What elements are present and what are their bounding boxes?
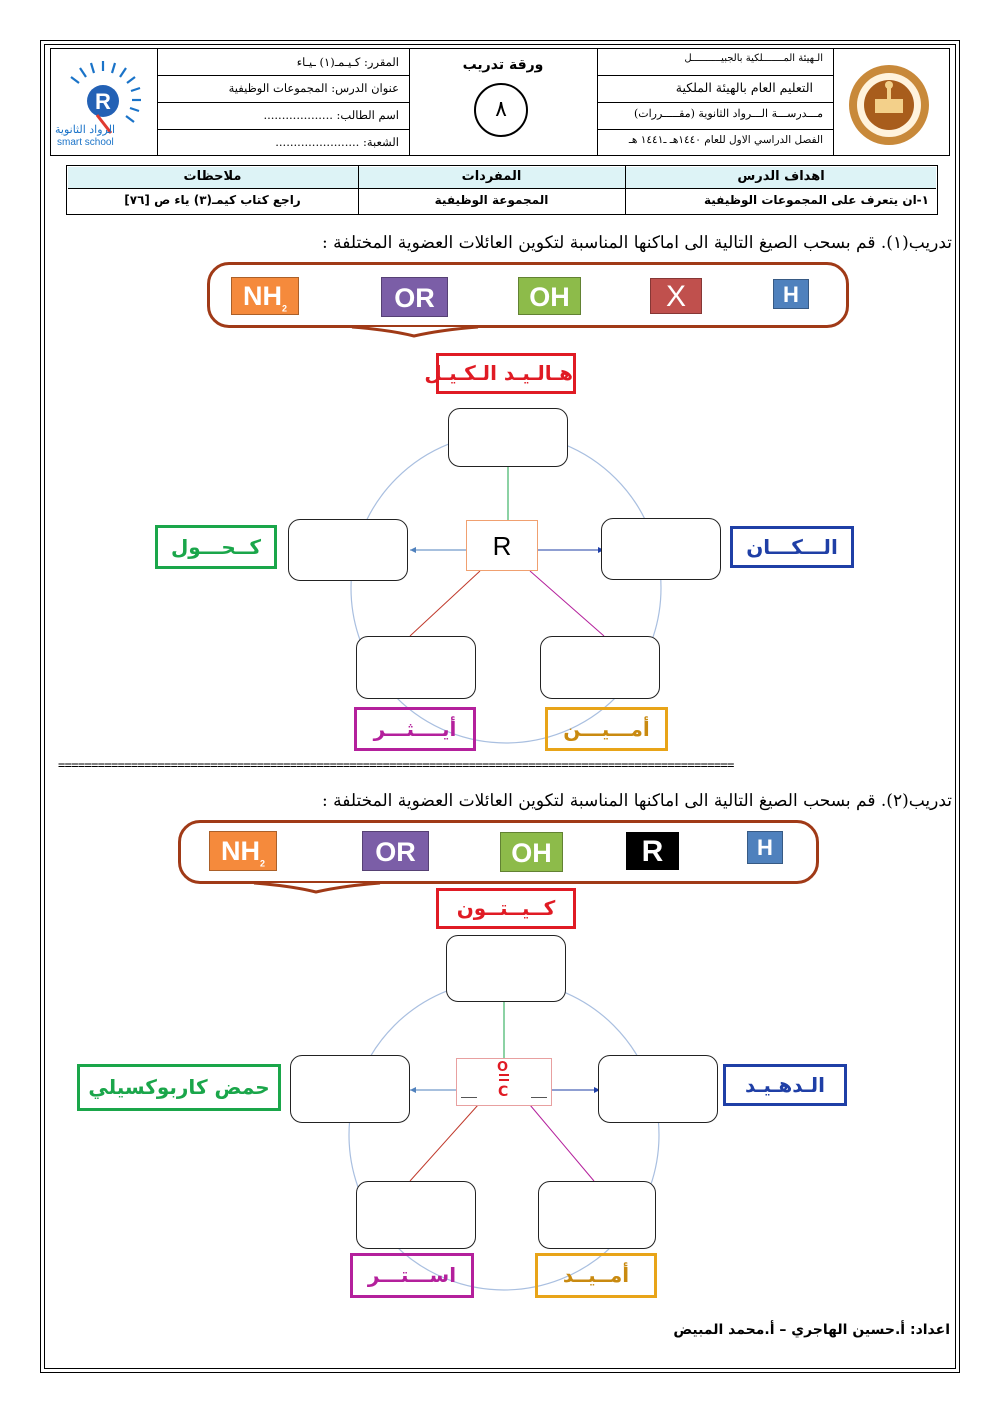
section-separator: ========================================… — [58, 758, 734, 772]
school-logo: R الرواد الثانوية smart school — [53, 53, 153, 153]
page-frame-inner — [44, 44, 956, 1369]
label-carboxylic-acid: حمض كاربوكسيلي — [77, 1064, 281, 1111]
carbonyl-bond-left — [461, 1097, 477, 1098]
commission-name: الـهيئة المـــــــلكية بالجبيــــــــــل — [684, 53, 823, 64]
section: الشعبة: ....................... — [275, 135, 399, 149]
school-logo-icon: R — [70, 61, 141, 134]
header-table: R الرواد الثانوية smart school المقرر: ك… — [50, 48, 950, 156]
label-alcohol: كــحـــول — [155, 525, 277, 569]
exercise1-tile-tray — [207, 262, 849, 328]
seal-icon — [849, 65, 929, 145]
vocab-text: المجموعة الوظيفية — [434, 193, 549, 207]
notes-text: راجع كتاب كيمـ(٣) ياء ص [٧٦] — [124, 193, 301, 207]
label-ester: اســـتـــر — [350, 1253, 474, 1298]
tile-nh2[interactable]: NH2 — [231, 277, 299, 315]
exercise1-instruction: تدريب(١). قم بسحب الصيغ التالية الى اماك… — [322, 233, 952, 253]
tile-h[interactable]: H — [773, 279, 809, 309]
carbonyl-double-bond — [499, 1074, 509, 1081]
drop-slot-right[interactable] — [601, 518, 721, 580]
label-amide: أمــيــد — [535, 1253, 657, 1298]
author-credit: اعداد: أ.حسين الهاجري – أ.محمد المبيض — [673, 1322, 950, 1338]
tile2-nh2[interactable]: NH2 — [209, 831, 277, 871]
exercise2-diagram — [348, 979, 660, 1291]
drop-slot-bottom-left[interactable] — [356, 636, 476, 699]
tile2-h[interactable]: H — [747, 831, 783, 864]
label-amine: أمـــيـــن — [545, 707, 668, 751]
drop-slot-bottom-right[interactable] — [540, 636, 660, 699]
page-frame-outer — [40, 40, 960, 1373]
school-name: مـــدرســـة الـــرواد الثانوية (مقـــــر… — [633, 107, 823, 120]
drop2-slot-bottom-right[interactable] — [538, 1181, 656, 1249]
student-name: اسم الطالب: ................... — [263, 108, 399, 122]
carbonyl-bond-right — [531, 1097, 547, 1098]
tile2-or[interactable]: OR — [362, 831, 429, 871]
label-ether: أيــــثـــر — [354, 707, 476, 751]
drop2-slot-top[interactable] — [446, 935, 566, 1002]
lesson-title: عنوان الدرس: المجموعات الوظيفية — [228, 81, 399, 95]
drop-slot-top[interactable] — [448, 408, 568, 467]
school-logo-ar: الرواد الثانوية — [55, 123, 116, 136]
header-vocab: المفردات — [461, 169, 522, 184]
education-name: التعليم العام بالهيئة الملكية — [675, 80, 813, 95]
header-notes: ملاحظات — [183, 169, 242, 184]
label-alkyl-halide: هـالـيـد الـكـيـل — [424, 353, 576, 394]
center-r-box: R — [466, 520, 538, 571]
drop-slot-left[interactable] — [288, 519, 408, 581]
worksheet-number: ٨ — [474, 83, 528, 137]
drop2-slot-left[interactable] — [290, 1055, 410, 1123]
header-goals: اهداف الدرس — [737, 169, 825, 184]
tile2-r[interactable]: R — [626, 832, 679, 870]
label-ketone: كــيــتــون — [436, 888, 576, 929]
course-name: المقرر: كـيـمـ(١) ـيـاء — [296, 55, 399, 69]
drop2-slot-bottom-left[interactable] — [356, 1181, 476, 1249]
lesson-table: اهداف الدرس المفردات ملاحظات ١-ان يتعرف … — [66, 165, 938, 215]
tile-oh[interactable]: OH — [518, 277, 581, 315]
tile2-oh[interactable]: OH — [500, 832, 563, 872]
semester: الفصل الدراسي الاول للعام ١٤٤٠هـ ـ١٤٤١ ه… — [628, 134, 823, 146]
center-carbonyl-box: O C — [456, 1058, 552, 1106]
drop2-slot-right[interactable] — [598, 1055, 718, 1123]
school-logo-en: smart school — [57, 137, 114, 148]
tile-x[interactable]: X — [650, 278, 702, 314]
label-alkane: الـــكـــان — [730, 526, 854, 568]
tray1-notch — [351, 325, 479, 338]
tray2-notch — [253, 881, 381, 894]
svg-text:R: R — [95, 89, 111, 114]
ministry-seal — [847, 63, 931, 147]
exercise2-instruction: تدريب(٢). قم بسحب الصيغ التالية الى اماك… — [322, 791, 952, 811]
label-aldehyde: الـدهـيـد — [723, 1064, 847, 1106]
worksheet-title: ورقة تدريب — [462, 57, 544, 73]
exercise2-tile-tray — [178, 820, 819, 884]
tile-or[interactable]: OR — [381, 277, 448, 317]
carbonyl-oxygen: O — [497, 1060, 509, 1075]
carbonyl-carbon: C — [498, 1084, 509, 1100]
goal-text: ١-ان يتعرف على المجموعات الوظيفية — [704, 193, 929, 207]
